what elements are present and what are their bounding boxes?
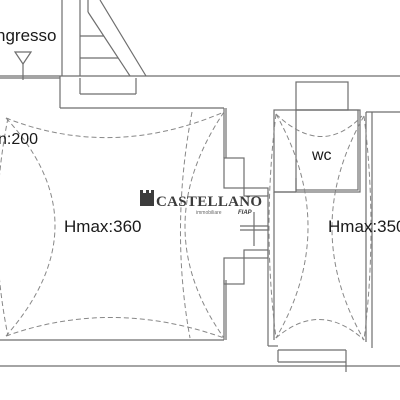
entrance-arrow-icon xyxy=(13,51,33,66)
main-room-walls xyxy=(0,280,227,367)
right-room-walls xyxy=(226,111,400,372)
castle-icon xyxy=(140,190,154,206)
right-room-height-label: Hmax:350 xyxy=(328,217,400,236)
watermark-partner: FIAP xyxy=(238,210,253,216)
wall-lines xyxy=(0,0,400,372)
connecting-doorway xyxy=(223,157,269,285)
watermark-tagline: immobiliare xyxy=(196,210,222,216)
ceiling-vault-curves xyxy=(0,111,372,341)
room-height-label-left: n:200 xyxy=(0,131,38,148)
watermark-brand: CASTELLANO xyxy=(156,194,262,210)
main-room-height-label: Hmax:360 xyxy=(64,217,141,236)
agency-watermark-logo: CASTELLANO immobiliare FIAP xyxy=(140,190,262,216)
wc-block xyxy=(273,81,361,193)
entrance-label: ngresso xyxy=(0,26,56,45)
entrance-staircase xyxy=(61,0,147,77)
wc-label: wc xyxy=(311,147,332,164)
